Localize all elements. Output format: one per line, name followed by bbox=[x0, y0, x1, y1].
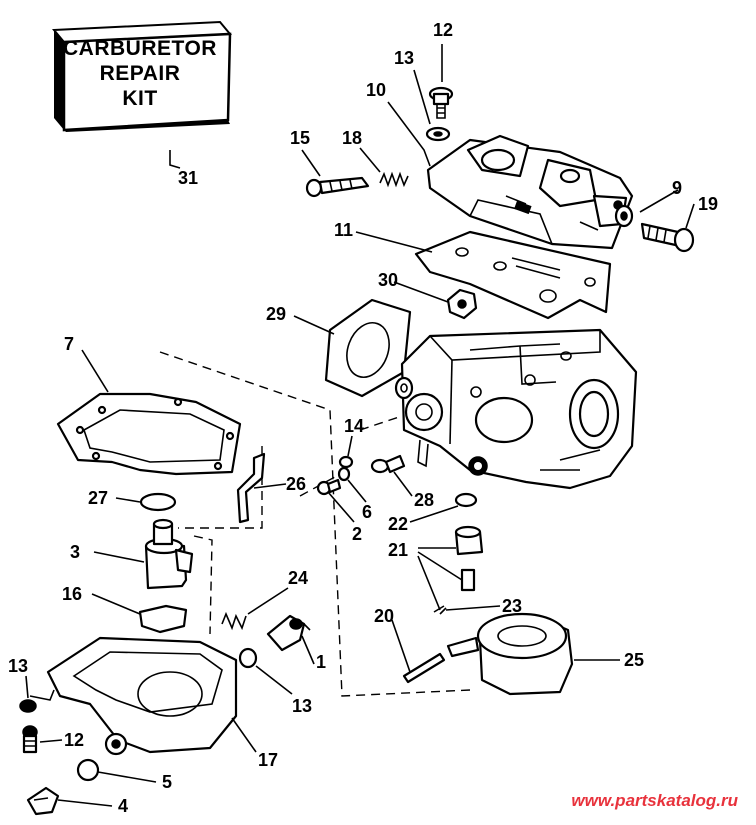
callout-22: 22 bbox=[388, 514, 408, 534]
part-13-washer-left bbox=[19, 699, 37, 713]
callout-6: 6 bbox=[362, 502, 372, 522]
callout-12-left: 12 bbox=[64, 730, 84, 750]
callout-31: 31 bbox=[178, 168, 198, 188]
part-15-needle-screw bbox=[305, 176, 370, 198]
callout-20: 20 bbox=[374, 606, 394, 626]
part-13-washer-mid bbox=[238, 647, 258, 669]
callout-numbers: 31 12 13 10 15 18 9 19 11 30 29 7 14 26 … bbox=[8, 20, 718, 816]
callout-13-top: 13 bbox=[394, 48, 414, 68]
callout-12-top: 12 bbox=[433, 20, 453, 40]
part-28-screw bbox=[370, 454, 406, 474]
part-18-spring bbox=[379, 171, 409, 188]
callout-17: 17 bbox=[258, 750, 278, 770]
callout-24: 24 bbox=[288, 568, 308, 588]
leader-lines bbox=[25, 44, 695, 807]
part-7-gasket bbox=[56, 392, 242, 476]
part-30-nut bbox=[446, 288, 478, 320]
part-6-bushing bbox=[337, 466, 351, 482]
callout-3: 3 bbox=[70, 542, 80, 562]
callout-15: 15 bbox=[290, 128, 310, 148]
callout-30: 30 bbox=[378, 270, 398, 290]
part-3-float bbox=[144, 518, 194, 590]
callout-13-left: 13 bbox=[8, 656, 28, 676]
callout-26: 26 bbox=[286, 474, 306, 494]
callout-4: 4 bbox=[118, 796, 128, 816]
part-19-screw bbox=[640, 222, 695, 253]
callout-14: 14 bbox=[344, 416, 364, 436]
repair-kit-box bbox=[52, 20, 232, 132]
callout-9: 9 bbox=[672, 178, 682, 198]
callout-7: 7 bbox=[64, 334, 74, 354]
part-24-spring bbox=[221, 611, 247, 631]
part-27-washer bbox=[139, 492, 177, 512]
part-12-screw-top bbox=[428, 86, 454, 119]
callout-25: 25 bbox=[624, 650, 644, 670]
part-14-washer bbox=[338, 455, 354, 469]
part-25-float bbox=[446, 612, 574, 696]
part-12-screw-left bbox=[22, 725, 38, 754]
part-4-drain-plug bbox=[26, 786, 60, 816]
callout-18: 18 bbox=[342, 128, 362, 148]
repair-kit-label: CARBURETOR REPAIR KIT bbox=[60, 36, 220, 111]
carburetor-body bbox=[394, 328, 638, 490]
callout-27: 27 bbox=[88, 488, 108, 508]
callout-5: 5 bbox=[162, 772, 172, 792]
callout-13-mid: 13 bbox=[292, 696, 312, 716]
callout-21: 21 bbox=[388, 540, 408, 560]
part-16-gasket bbox=[138, 604, 188, 634]
part-17-float-bowl bbox=[46, 636, 238, 756]
kit-line-1: CARBURETOR bbox=[63, 37, 217, 60]
kit-line-3: KIT bbox=[122, 87, 158, 110]
callout-2: 2 bbox=[352, 524, 362, 544]
part-10-cover bbox=[426, 134, 634, 250]
kit-line-2: REPAIR bbox=[99, 62, 181, 85]
part-21-needle-seat bbox=[439, 525, 484, 615]
part-22-washer bbox=[454, 492, 478, 508]
callout-16: 16 bbox=[62, 584, 82, 604]
part-11-gasket bbox=[414, 230, 612, 320]
part-2-screw bbox=[316, 478, 342, 496]
part-26-tube bbox=[236, 452, 266, 524]
part-20-pin bbox=[402, 652, 446, 684]
part-1-inlet-valve bbox=[266, 614, 311, 652]
callout-10: 10 bbox=[366, 80, 386, 100]
callout-11: 11 bbox=[334, 220, 353, 240]
callout-19: 19 bbox=[698, 194, 718, 214]
callout-28: 28 bbox=[414, 490, 434, 510]
callout-1: 1 bbox=[316, 652, 326, 672]
callout-23: 23 bbox=[502, 596, 522, 616]
watermark-url: www.partskatalog.ru bbox=[571, 791, 738, 810]
callout-29: 29 bbox=[266, 304, 286, 324]
part-5-washer bbox=[76, 758, 100, 782]
